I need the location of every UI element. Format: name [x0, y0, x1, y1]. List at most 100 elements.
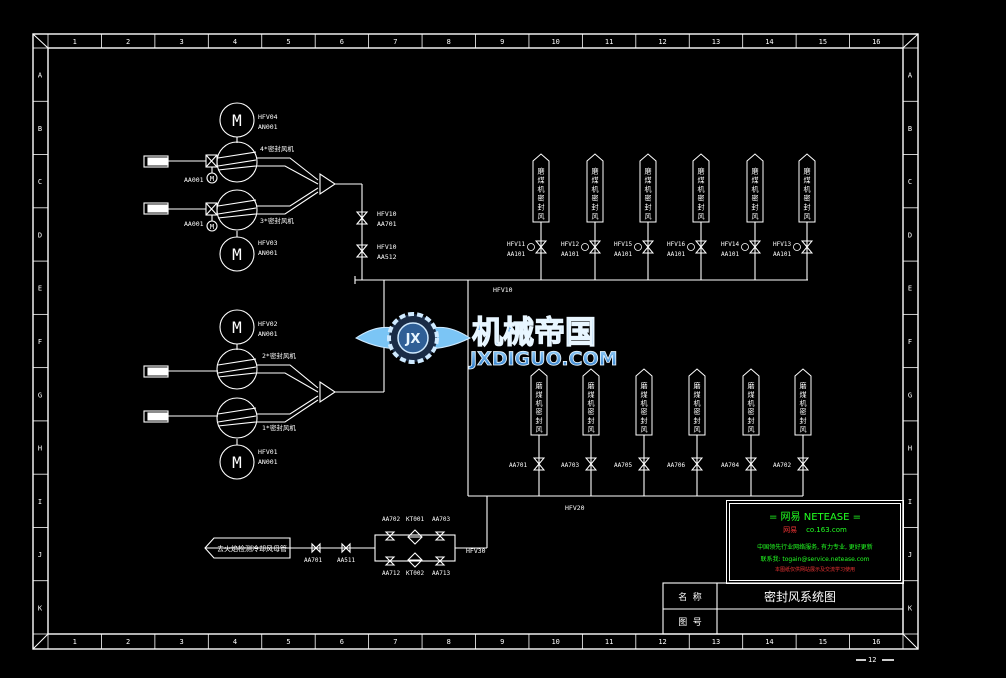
mill-tag-char: 封: [804, 202, 811, 211]
frame-col-label: 13: [712, 38, 720, 46]
mill-tag-char: 封: [752, 202, 759, 211]
frame-col-label: 4: [233, 38, 237, 46]
mill-tag-char: 机: [804, 184, 811, 193]
frame-row-label: A: [908, 72, 913, 80]
frame-col-label: 14: [765, 638, 773, 646]
title-name-label: 名 称: [678, 591, 701, 603]
mill-tag-char: 风: [536, 426, 543, 434]
frame-col-label: 14: [765, 38, 773, 46]
cooling-valve1: AA701: [304, 557, 322, 564]
mill-tag-outline: [692, 153, 710, 223]
mill-tag-outline: [798, 153, 816, 223]
branch-gauge-icon: [687, 243, 695, 251]
damper-top-label: AA001: [184, 176, 204, 184]
netease-brand: 网易: [783, 526, 798, 534]
frame-col-label: 3: [179, 38, 183, 46]
mill-tag-char: 煤: [588, 390, 595, 399]
fan-group-bottom-labels: M M HFV02 AN001 HFV01 AN001 2*密封风机 1*密封风…: [232, 318, 296, 472]
cooling-line-label: 去火焰检测冷却风母管: [217, 544, 287, 553]
netease-line2: 网易 co.163.com: [730, 525, 900, 535]
frame-col-label: 10: [551, 38, 559, 46]
branch-gauge-icon: [527, 243, 535, 251]
frame-col-label: 12: [658, 638, 666, 646]
fan3-label: 3*密封风机: [260, 216, 294, 225]
watermark-url: JXDIGUO.COM: [468, 348, 618, 370]
damper-motor-top: M: [210, 175, 214, 183]
damper-bottom-label: AA001: [184, 220, 204, 228]
branch-sub: AA702: [773, 462, 791, 469]
title-block-text: 名 称 密封风系统图 图 号: [678, 589, 836, 628]
branch-gauge-icon: [741, 243, 749, 251]
branch-valve: [641, 240, 655, 254]
watermark-logo: JX 机械帝国 JXDIGUO.COM: [355, 312, 618, 370]
frame-row-label: G: [38, 391, 42, 399]
main-valve-labels: HFV10 AA701 HFV10 AA512 HFV10 HFV20 HFV3…: [377, 210, 585, 555]
motor-2-symbol: M: [232, 318, 242, 337]
mill-tag-char: 风: [800, 426, 807, 434]
mill-tag-char: 机: [645, 184, 652, 193]
frame-col-label: 7: [393, 638, 397, 646]
mill-tag-char: 密: [694, 407, 701, 416]
mill-tag-char: 磨: [752, 166, 759, 175]
header-hfv10: HFV10: [493, 286, 513, 294]
mill-tag-outline: [586, 153, 604, 223]
branch-sub: AA101: [561, 251, 579, 258]
mill-tag-char: 密: [641, 407, 648, 416]
branch-gauge-icon: [581, 243, 589, 251]
filter-top-left: AA702: [382, 516, 400, 523]
fan1-label: 1*密封风机: [262, 423, 296, 432]
branch-sub: AA101: [614, 251, 632, 258]
frame-col-label: 8: [447, 38, 451, 46]
frame-row-label: I: [38, 498, 42, 506]
frame-row-label: D: [908, 231, 912, 239]
damper-motor-bottom: M: [210, 223, 214, 231]
branch-valve: [748, 240, 762, 254]
bottom-branch-group: 磨煤机密封风AA701磨煤机密封风AA703磨煤机密封风AA705磨煤机密封风A…: [509, 368, 812, 496]
frame-col-label: 5: [286, 38, 290, 46]
netease-line4: 联系我: togain@service.netease.com: [760, 556, 870, 563]
mill-tag-char: 风: [694, 426, 701, 434]
mill-tag-char: 风: [752, 212, 759, 220]
netease-domain: co.163.com: [806, 526, 847, 534]
mill-tag-char: 煤: [536, 390, 543, 399]
frame-col-label: 4: [233, 638, 237, 646]
frame-row-label: I: [908, 498, 912, 506]
branch-sub: AA706: [667, 462, 685, 469]
fan-group-top-labels: M M HFV04 AN001 HFV03 AN001 4*密封风机 3*密封风…: [184, 111, 294, 264]
mill-tag-char: 磨: [641, 381, 648, 390]
mill-tag-char: 封: [641, 416, 648, 425]
mill-tag-char: 机: [592, 184, 599, 193]
mill-tag-char: 煤: [698, 175, 705, 184]
fan2-label: 2*密封风机: [262, 351, 296, 360]
mill-tag-outline: [582, 368, 600, 436]
frame-row-label: B: [908, 125, 912, 133]
mill-tag-char: 密: [800, 407, 807, 416]
mill-tag-outline: [530, 368, 548, 436]
frame-col-label: 15: [819, 38, 827, 46]
watermark-title: 机械帝国: [472, 315, 596, 351]
branch-valve: [588, 240, 602, 254]
netease-line3: 中国领先行业网络服务, 有力专业, 更好更新: [757, 544, 873, 551]
frame-row-label: E: [908, 285, 912, 293]
frame-row-label: H: [38, 445, 42, 453]
mill-tag-char: 密: [645, 193, 652, 202]
fan2-sub: AN001: [258, 330, 278, 338]
mill-tag-char: 煤: [804, 175, 811, 184]
frame-col-label: 11: [605, 638, 613, 646]
filter-labels: AA702 KT001 AA703 AA712 KT002 AA713 AA70…: [217, 516, 450, 577]
frame-row-label: A: [38, 72, 43, 80]
frame-row-label: J: [908, 551, 912, 559]
title-name-value: 密封风系统图: [764, 589, 836, 604]
mill-tag-char: 风: [698, 212, 705, 220]
motor-1-symbol: M: [232, 453, 242, 472]
mill-tag-char: 磨: [698, 166, 705, 175]
filter-bot-right: AA713: [432, 570, 450, 577]
mill-tag-char: 密: [536, 407, 543, 416]
mill-tag-char: 密: [592, 193, 599, 202]
fan-group-top: [143, 102, 362, 272]
mill-tag-char: 风: [641, 426, 648, 434]
frame-col-label: 16: [872, 638, 880, 646]
filter-bot-mid: KT002: [406, 570, 424, 577]
frame-col-label: 16: [872, 38, 880, 46]
mill-tag-char: 煤: [694, 390, 701, 399]
